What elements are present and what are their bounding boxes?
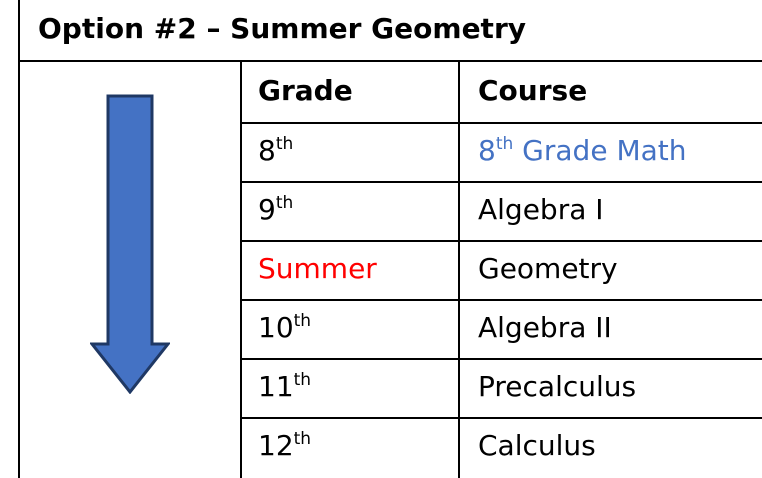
table-row-course: Precalculus — [478, 370, 637, 403]
table-row-course: Geometry — [478, 252, 618, 285]
row-divider — [240, 417, 762, 419]
table-row-grade: 8th — [258, 134, 294, 167]
title-bar: Option #2 – Summer Geometry — [18, 0, 762, 62]
table-border-left — [240, 62, 242, 478]
header-course: Course — [478, 74, 588, 107]
arrow-column — [18, 62, 240, 478]
page-title: Option #2 – Summer Geometry — [38, 12, 527, 45]
table-row-course: Algebra I — [478, 193, 604, 226]
table-column-divider — [458, 62, 460, 478]
table-row-grade: 11th — [258, 370, 312, 403]
table-row-grade: 10th — [258, 311, 312, 344]
table-row-course: Calculus — [478, 429, 596, 462]
table-row-grade: 9th — [258, 193, 294, 226]
row-divider — [240, 181, 762, 183]
course-table: Grade Course 8th 8th Grade Math 9th Alge… — [240, 62, 762, 478]
down-arrow-icon — [90, 94, 170, 394]
table-row-grade: 12th — [258, 429, 312, 462]
row-divider — [240, 240, 762, 242]
row-divider — [240, 122, 762, 124]
table-row-course: Algebra II — [478, 311, 612, 344]
row-divider — [240, 299, 762, 301]
table-row-grade: Summer — [258, 252, 377, 285]
row-divider — [240, 358, 762, 360]
table-row-course: 8th Grade Math — [478, 134, 687, 167]
header-grade: Grade — [258, 74, 353, 107]
